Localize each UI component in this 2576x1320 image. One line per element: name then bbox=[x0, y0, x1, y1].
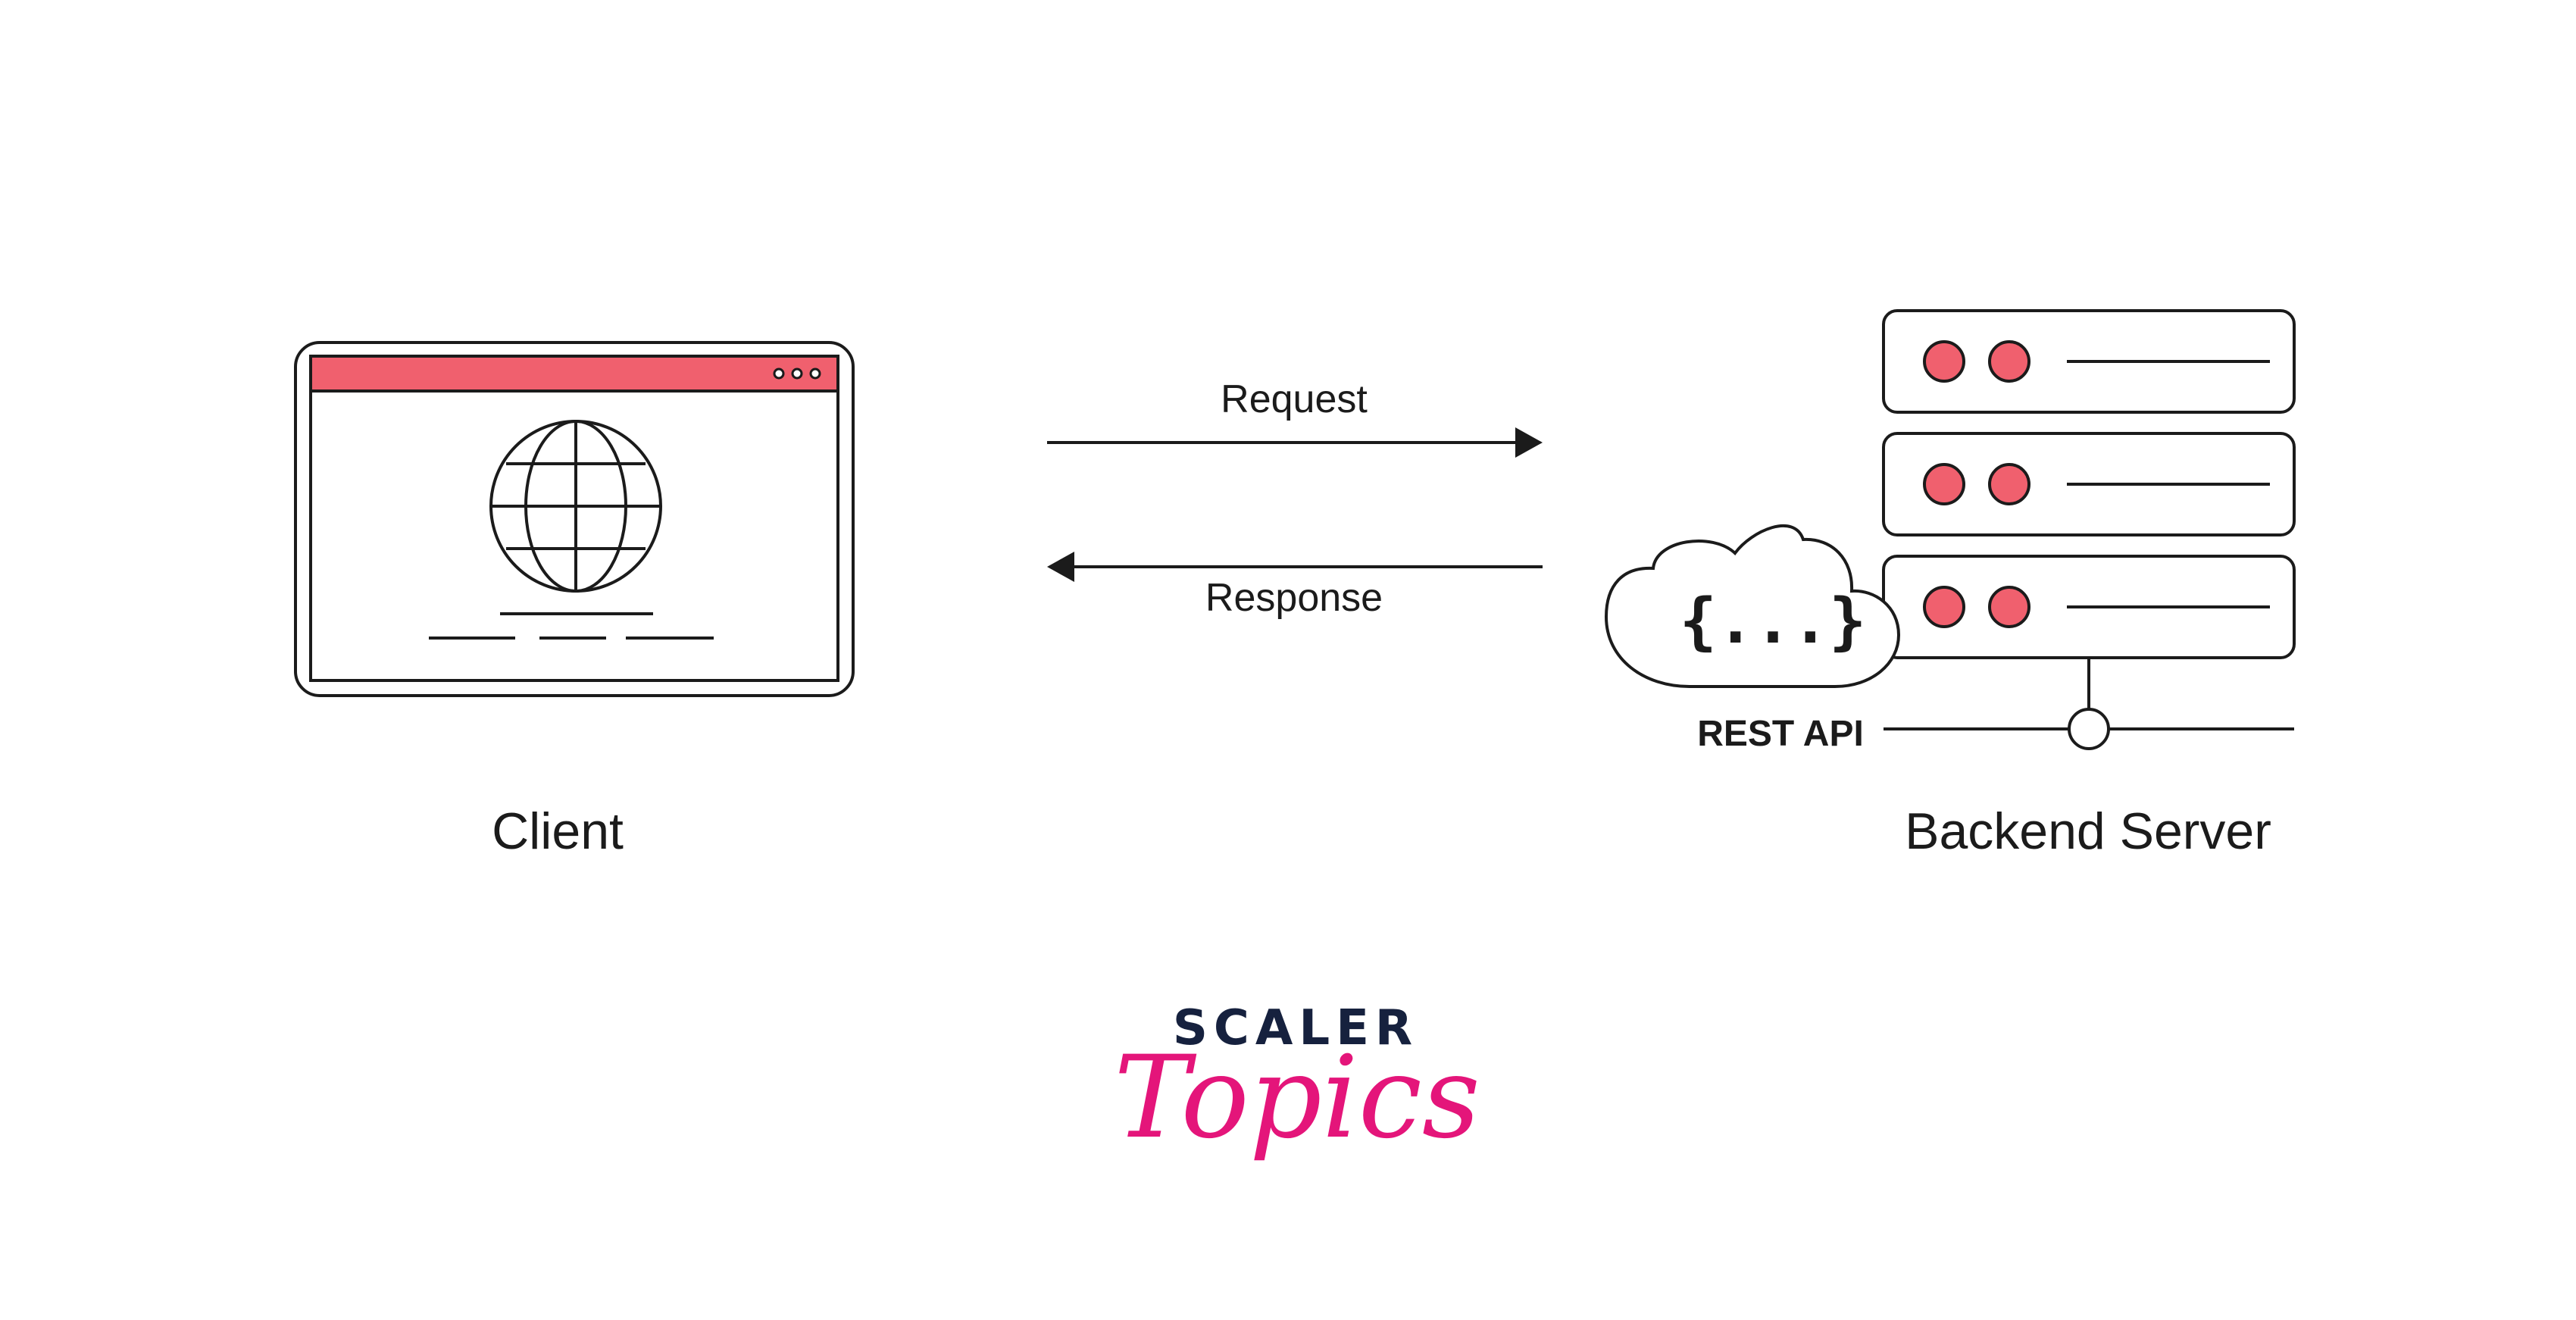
rest-api-label: REST API bbox=[1697, 714, 1864, 754]
window-dot-icon bbox=[773, 368, 785, 380]
api-cloud-icon: {...} bbox=[1604, 524, 1901, 688]
status-light-icon bbox=[1988, 463, 2030, 505]
response-arrow bbox=[1047, 552, 1543, 582]
response-label: Response bbox=[1205, 576, 1383, 620]
server-rack-icon bbox=[1882, 309, 2296, 750]
backend-server-label: Backend Server bbox=[1905, 802, 2271, 860]
server-unit bbox=[1882, 432, 2296, 536]
request-arrow bbox=[1047, 427, 1543, 458]
window-dot-icon bbox=[791, 368, 803, 380]
network-node-icon bbox=[2068, 708, 2110, 750]
network-connector bbox=[1884, 658, 2294, 750]
status-light-icon bbox=[1988, 586, 2030, 628]
status-light-icon bbox=[1923, 340, 1965, 383]
client-browser-icon bbox=[294, 341, 855, 697]
server-unit bbox=[1882, 555, 2296, 659]
status-light-icon bbox=[1923, 463, 1965, 505]
request-label: Request bbox=[1221, 377, 1368, 421]
window-dot-icon bbox=[809, 368, 821, 380]
status-light-icon bbox=[1923, 586, 1965, 628]
brand-line2: Topics bbox=[1114, 1032, 1480, 1164]
browser-title-bar bbox=[309, 355, 839, 393]
brand-line1: SCALER bbox=[1173, 1000, 1418, 1056]
api-braces-text: {...} bbox=[1680, 586, 1867, 658]
scaler-topics-logo: SCALER Topics bbox=[1114, 1000, 1480, 1164]
client-label: Client bbox=[492, 802, 624, 860]
server-unit bbox=[1882, 309, 2296, 414]
globe-icon bbox=[489, 420, 662, 593]
status-light-icon bbox=[1988, 340, 2030, 383]
